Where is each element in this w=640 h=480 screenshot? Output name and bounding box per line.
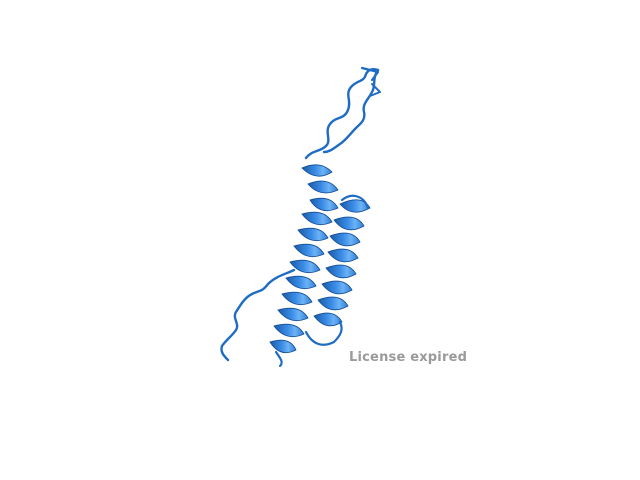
inter-helix-loops xyxy=(274,194,370,368)
left-coil xyxy=(220,268,296,362)
helix-2 xyxy=(313,199,371,327)
top-coil xyxy=(304,66,381,160)
helix-1 xyxy=(269,164,339,354)
license-watermark: License expired xyxy=(349,350,468,365)
